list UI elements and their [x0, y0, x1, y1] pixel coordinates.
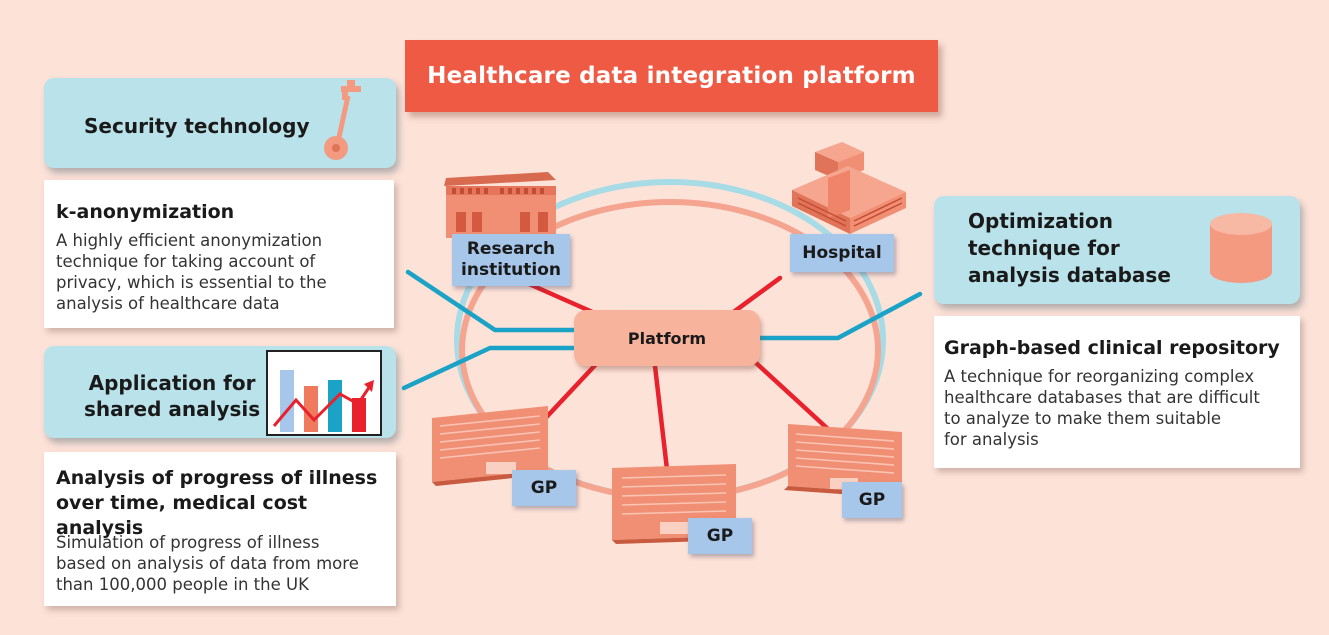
- link-gp-center: [652, 363, 671, 481]
- connector-optimization: [757, 291, 923, 341]
- bar-chart-icon: [266, 350, 382, 436]
- application-panel: Application for shared analysis: [44, 346, 396, 438]
- k-anonymization-title: k-anonymization: [56, 201, 235, 223]
- database-icon: [1210, 213, 1272, 283]
- research-building-icon: [444, 172, 556, 238]
- description-line: A highly efficient anonymization: [56, 231, 323, 250]
- k-anonymization-panel: k-anonymization A highly efficient anony…: [44, 180, 394, 328]
- description-line: technique for taking account of: [56, 252, 316, 271]
- gp-label-left: GP: [512, 470, 576, 506]
- key-icon: [324, 80, 361, 160]
- description-line: analysis of healthcare data: [56, 294, 280, 313]
- clinical-repository-description: A technique for reorganizing complex hea…: [944, 366, 1260, 450]
- hospital-building-icon: [792, 142, 906, 234]
- optimization-heading: Optimization technique for analysis data…: [968, 208, 1171, 289]
- gp-label-right: GP: [842, 482, 902, 518]
- clinical-repository-title: Graph-based clinical repository: [944, 337, 1280, 359]
- connector-security: [405, 269, 583, 333]
- page-title: Healthcare data integration platform: [405, 40, 938, 112]
- research-institution-label: Research institution: [452, 234, 570, 286]
- heading-line: Application for: [88, 371, 256, 395]
- heading-line: technique for: [968, 236, 1120, 260]
- description-line: A technique for reorganizing complex: [944, 367, 1255, 386]
- illness-analysis-title: Analysis of progress of illness over tim…: [56, 466, 396, 541]
- hospital-label: Hospital: [790, 234, 894, 272]
- title-line: over time, medical cost analysis: [56, 492, 308, 539]
- optimization-panel: Optimization technique for analysis data…: [934, 196, 1300, 304]
- connector-application: [401, 345, 583, 391]
- label-line: Research: [466, 239, 556, 259]
- clinical-repository-panel: Graph-based clinical repository A techni…: [934, 316, 1300, 468]
- label-line: institution: [461, 260, 561, 280]
- description-line: Simulation of progress of illness: [56, 533, 320, 552]
- description-line: privacy, which is essential to the: [56, 273, 327, 292]
- platform-node: Platform: [574, 310, 760, 366]
- description-line: based on analysis of data from more: [56, 554, 359, 573]
- gp-label-center: GP: [688, 518, 752, 554]
- security-heading: Security technology: [84, 114, 310, 138]
- heading-line: Optimization: [968, 209, 1113, 233]
- heading-line: shared analysis: [84, 397, 261, 421]
- description-line: healthcare databases that are difficult: [944, 388, 1260, 407]
- security-technology-panel: Security technology: [44, 78, 396, 168]
- illness-analysis-description: Simulation of progress of illness based …: [56, 532, 359, 595]
- title-line: Analysis of progress of illness: [56, 467, 378, 489]
- gp-building-left-icon: [432, 406, 552, 486]
- k-anonymization-description: A highly efficient anonymization techniq…: [56, 230, 327, 314]
- heading-line: analysis database: [968, 263, 1171, 287]
- illness-analysis-panel: Analysis of progress of illness over tim…: [44, 452, 396, 606]
- description-line: to analyze to make them suitable: [944, 409, 1222, 428]
- description-line: for analysis: [944, 430, 1039, 449]
- description-line: than 100,000 people in the UK: [56, 575, 309, 594]
- application-heading: Application for shared analysis: [84, 370, 260, 422]
